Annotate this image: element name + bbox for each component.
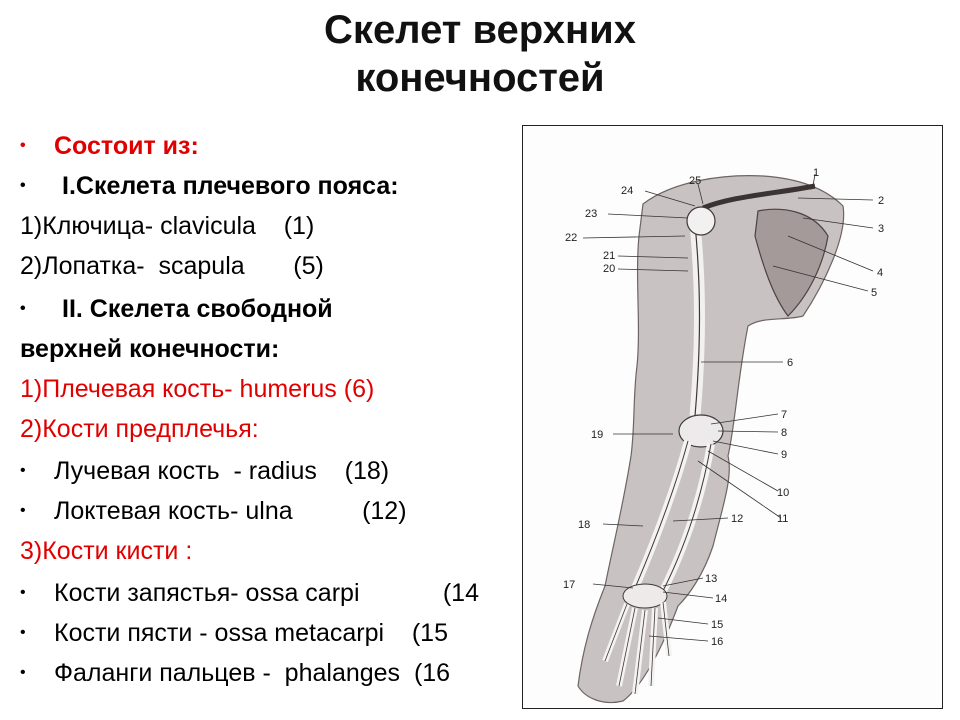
figure-label: 13 xyxy=(705,573,717,585)
figure-label: 5 xyxy=(871,287,877,299)
figure-label: 19 xyxy=(591,429,603,441)
figure-label: 12 xyxy=(731,513,743,525)
title-line-1: Скелет верхних xyxy=(324,8,636,52)
figure-label: 24 xyxy=(621,185,633,197)
figure-label: 2 xyxy=(878,195,884,207)
figure-label: 4 xyxy=(877,267,883,279)
figure-label: 3 xyxy=(878,223,884,235)
figure-label: 18 xyxy=(578,519,590,531)
arm-skeleton-figure: 1 2 3 4 5 6 7 8 9 10 11 12 13 14 15 16 1… xyxy=(522,125,943,709)
title-line-2: конечностей xyxy=(355,56,605,100)
figure-label: 10 xyxy=(777,487,789,499)
figure-label: 14 xyxy=(715,593,727,605)
figure-label: 6 xyxy=(787,357,793,369)
carpal-bones xyxy=(622,583,668,609)
slide-title: Скелет верхних конечностей xyxy=(0,6,960,102)
figure-label: 23 xyxy=(585,208,597,220)
leader-lines xyxy=(582,173,874,642)
figure-label: 9 xyxy=(781,449,787,461)
figure-label: 22 xyxy=(565,232,577,244)
figure-label: 1 xyxy=(813,167,819,179)
arm-skeleton-illustration: 1 2 3 4 5 6 7 8 9 10 11 12 13 14 15 16 1… xyxy=(563,167,884,704)
list-item: 2)Кости предплечья: xyxy=(20,415,259,443)
figure-label: 25 xyxy=(689,175,701,187)
figure-label: 20 xyxy=(603,263,615,275)
list-item: 1)Ключица- clavicula (1) xyxy=(20,212,315,240)
figure-label: 21 xyxy=(603,250,615,262)
figure-label: 8 xyxy=(781,427,787,439)
list-item: 3)Кости кисти : xyxy=(20,537,193,565)
figure-label: 15 xyxy=(711,619,723,631)
figure-label: 17 xyxy=(563,579,575,591)
list-item: 1)Плечевая кость- humerus (6) xyxy=(20,375,375,403)
figure-label: 11 xyxy=(777,513,788,525)
list-item: верхней конечности: xyxy=(20,335,280,363)
list-item: 2)Лопатка- scapula (5) xyxy=(20,252,324,280)
figure-label: 7 xyxy=(781,409,787,421)
scapula-shape xyxy=(754,208,829,317)
clavicle-shape xyxy=(702,183,816,211)
figure-label: 16 xyxy=(711,636,723,648)
